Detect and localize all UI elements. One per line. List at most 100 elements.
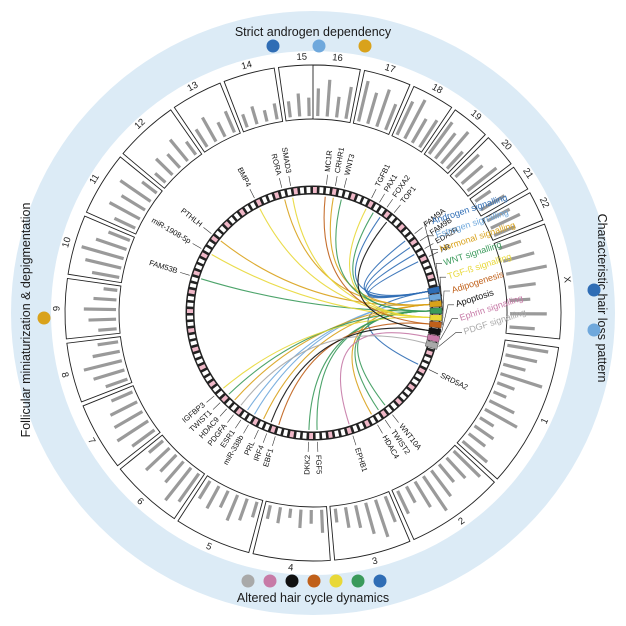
association-bar xyxy=(479,416,495,428)
trait-pathway-dot xyxy=(266,39,280,53)
gene-leader xyxy=(419,235,429,242)
association-bar xyxy=(488,399,515,415)
pathway-chord xyxy=(247,297,430,411)
association-bar xyxy=(498,239,522,251)
ideogram-tick xyxy=(203,246,212,253)
association-bar xyxy=(272,103,279,120)
pathway-chord xyxy=(220,240,430,306)
ideogram-tick xyxy=(416,250,425,257)
gene-leader xyxy=(192,243,202,249)
chromosome-segment xyxy=(82,385,161,467)
pathway-leader xyxy=(441,304,454,333)
association-bar xyxy=(493,224,516,237)
gene-leader xyxy=(235,419,242,429)
chromosome-label: 4 xyxy=(288,562,294,573)
association-bar xyxy=(403,99,427,140)
ideogram-tick xyxy=(191,276,199,282)
pathway-hub-segment xyxy=(426,333,441,343)
association-bar xyxy=(461,439,489,464)
association-bar xyxy=(177,472,201,503)
ideogram-tick xyxy=(276,427,282,435)
trait-pathway-dot xyxy=(358,39,372,53)
ideogram-tick xyxy=(274,192,280,199)
ideogram-tick xyxy=(407,383,415,391)
pathway-leader xyxy=(442,290,450,326)
ideogram-tick xyxy=(337,189,344,197)
association-bar xyxy=(223,110,236,133)
ideogram-tick xyxy=(388,215,396,223)
ideogram-tick xyxy=(315,432,320,439)
trait-pathway-dot xyxy=(587,323,601,337)
association-bar xyxy=(250,106,259,125)
association-bar xyxy=(238,498,249,521)
ideogram-tick xyxy=(208,380,216,388)
association-bar xyxy=(505,353,538,364)
trait-pathway-dot xyxy=(285,574,299,588)
association-bar xyxy=(384,103,398,131)
association-bar xyxy=(509,325,535,331)
ideogram-tick xyxy=(427,274,434,280)
gene-leader xyxy=(249,189,255,199)
association-bar xyxy=(427,121,454,155)
ideogram-tick xyxy=(194,352,201,359)
ideogram-tick xyxy=(367,200,374,208)
association-bar xyxy=(343,507,351,528)
ideogram-tick xyxy=(375,413,382,421)
trait-pathway-dot xyxy=(351,574,365,588)
pathway-leader xyxy=(439,318,458,340)
association-bar xyxy=(91,270,120,280)
gene-leader xyxy=(343,178,347,188)
ideogram-tick xyxy=(244,205,251,213)
pathway-chord xyxy=(352,212,430,312)
chromosome-label: 16 xyxy=(332,52,344,64)
association-bar xyxy=(383,495,397,523)
association-bar xyxy=(373,499,390,538)
pathway-chord xyxy=(308,310,430,430)
ideogram-tick xyxy=(295,431,301,439)
association-bar xyxy=(154,172,167,184)
association-bar xyxy=(452,449,482,478)
ideogram-tick xyxy=(306,187,311,194)
gene-leader xyxy=(414,227,423,234)
association-bar xyxy=(250,501,259,518)
association-bar xyxy=(108,201,141,221)
chromosome-label: 11 xyxy=(87,172,102,186)
association-bar xyxy=(499,372,543,389)
pathway-hub-segment xyxy=(429,300,443,308)
ideogram-tick xyxy=(197,258,205,265)
ideogram-tick xyxy=(403,388,411,396)
association-bar xyxy=(95,237,128,252)
ideogram-tick xyxy=(395,397,403,405)
ideogram-tick xyxy=(192,346,199,352)
association-bar xyxy=(98,327,117,332)
ideogram-tick xyxy=(399,393,407,401)
ideogram-tick xyxy=(325,187,331,195)
ideogram-tick xyxy=(205,375,213,382)
pathway-chord xyxy=(270,327,429,423)
ideogram-tick xyxy=(250,201,257,210)
ideogram-tick xyxy=(358,422,365,430)
association-bar xyxy=(492,390,507,399)
association-bar xyxy=(154,157,174,177)
association-bar xyxy=(83,307,117,312)
pathway-leader xyxy=(439,276,446,319)
association-bar xyxy=(119,179,152,203)
ideogram-tick xyxy=(302,432,307,439)
trait-label-left: Follicular miniaturization & depigmentat… xyxy=(19,203,33,438)
gene-leader xyxy=(243,424,249,434)
chromosome-segment xyxy=(423,109,486,175)
pathway-leader xyxy=(438,332,462,347)
ideogram-tick xyxy=(255,198,262,207)
pathway-chord xyxy=(323,196,430,325)
chromosome-segment xyxy=(177,475,264,554)
ideogram-tick xyxy=(428,280,436,286)
trait-pathway-dot xyxy=(263,574,277,588)
ideogram-tick xyxy=(397,223,405,231)
association-bar xyxy=(490,212,521,230)
ideogram-tick xyxy=(219,225,227,233)
ideogram-tick xyxy=(385,406,393,414)
association-bar xyxy=(113,216,136,230)
chromosome-label: 2 xyxy=(456,515,467,527)
ideogram-tick xyxy=(187,328,195,333)
